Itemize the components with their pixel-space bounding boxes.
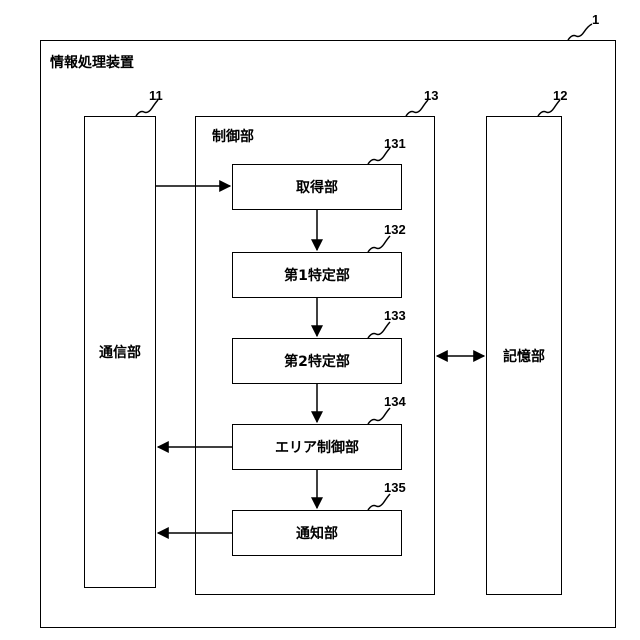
notification-ref-leader — [368, 494, 390, 510]
storage-ref-leader — [538, 100, 560, 116]
area-ref-leader — [368, 408, 390, 424]
comm-ref-leader — [136, 100, 158, 116]
first-ref-leader — [368, 236, 390, 252]
acquisition-ref-leader — [368, 148, 390, 164]
device-ref-leader — [568, 24, 592, 40]
control-ref-leader — [406, 100, 428, 116]
second-ref-leader — [368, 322, 390, 338]
